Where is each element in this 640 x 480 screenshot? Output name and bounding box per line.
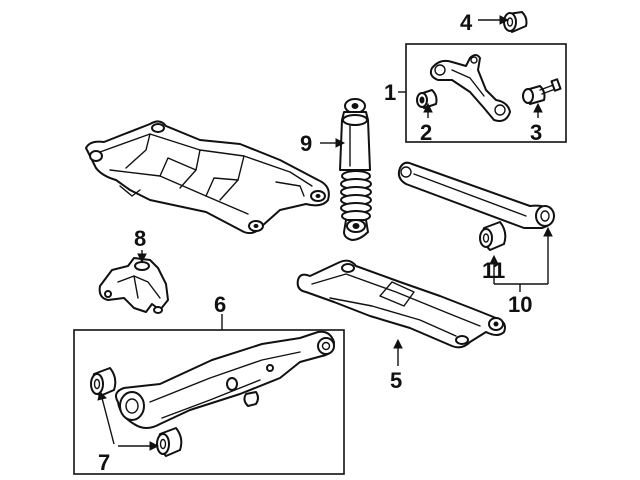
callout-7: 7 [98, 450, 110, 475]
part-1-upper-control-arm [429, 54, 511, 122]
part-5-lower-control-arm [296, 259, 506, 349]
callout-8: 8 [134, 226, 146, 251]
upper-arm-group-box [405, 43, 567, 143]
part-2-bushing [416, 89, 438, 109]
callout-10: 10 [508, 292, 532, 317]
part-4-bushing [503, 11, 528, 33]
callout-4: 4 [460, 10, 473, 35]
leader-lines [97, 15, 553, 451]
callout-3: 3 [530, 120, 542, 145]
part-8-mount-bracket [98, 257, 169, 314]
part-9-shock-absorber [339, 98, 372, 241]
callout-1: 1 [384, 80, 396, 105]
callout-5: 5 [390, 368, 402, 393]
part-6-trailing-arm [115, 330, 335, 429]
part-11-bushing [479, 221, 507, 251]
callout-labels: 4 1 2 3 9 8 11 10 6 5 7 [98, 10, 542, 475]
part-7-bushing-lower [156, 427, 183, 457]
callout-11: 11 [482, 258, 505, 283]
trailing-arm-group-box [73, 329, 345, 475]
part-7-bushing-upper [90, 367, 117, 397]
callout-9: 9 [300, 131, 312, 156]
part-3-bolt-bushing [522, 78, 562, 105]
callout-2: 2 [420, 120, 432, 145]
rear-crossmember [85, 120, 330, 235]
callout-6: 6 [214, 292, 226, 317]
part-10-lateral-rod [397, 161, 555, 229]
